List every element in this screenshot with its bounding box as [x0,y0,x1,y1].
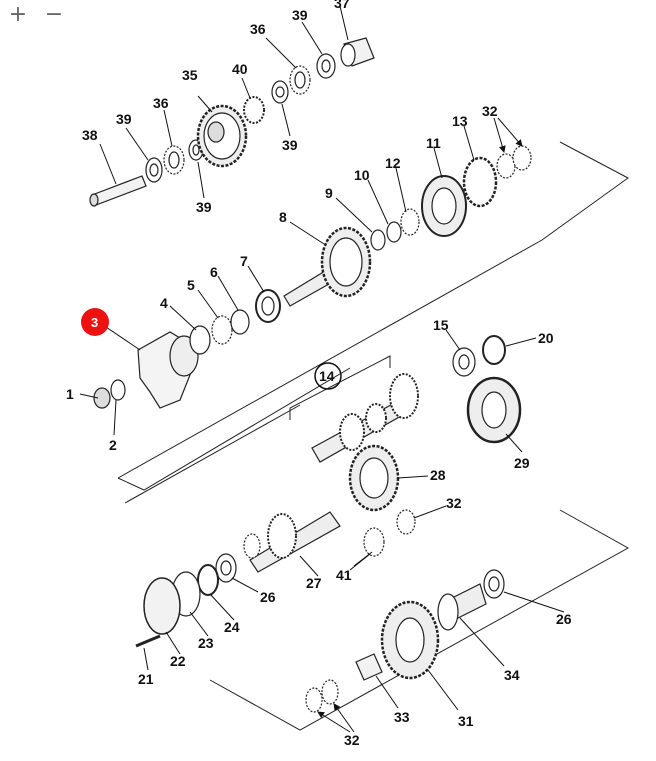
callout-28[interactable]: 28 [430,467,446,483]
callout-9[interactable]: 9 [325,185,333,201]
callout-13[interactable]: 13 [452,113,468,129]
zoom-controls: + − [6,1,66,27]
callout-36-left[interactable]: 36 [153,95,169,111]
group-frames [117,141,630,731]
callout-31[interactable]: 31 [458,713,474,729]
callout-21[interactable]: 21 [138,671,154,687]
callout-39-left[interactable]: 39 [116,111,132,127]
callout-10[interactable]: 10 [354,167,370,183]
callout-15[interactable]: 15 [433,317,449,333]
callout-39-top[interactable]: 39 [292,7,308,23]
callout-32-top[interactable]: 32 [482,103,498,119]
callout-32-bottom[interactable]: 32 [344,732,360,748]
callout-33[interactable]: 33 [394,709,410,725]
callout-36-right[interactable]: 36 [250,21,266,37]
leader-lines [79,5,565,733]
callout-26-left[interactable]: 26 [260,589,276,605]
lower-assembly-parts [135,335,522,713]
callout-29[interactable]: 29 [514,455,530,471]
callout-20[interactable]: 20 [538,330,554,346]
zoom-in-button[interactable]: + [8,1,28,27]
callout-39-mid[interactable]: 39 [282,137,298,153]
callout-6[interactable]: 6 [210,264,218,280]
callout-3[interactable]: 3 [91,315,98,330]
upper-cluster-parts [89,37,375,207]
callout-22[interactable]: 22 [170,653,186,669]
callout-26-right[interactable]: 26 [556,611,572,627]
callout-40[interactable]: 40 [232,61,248,77]
zoom-out-button[interactable]: − [44,1,64,27]
callout-37[interactable]: 37 [334,0,350,11]
callout-38[interactable]: 38 [82,127,98,143]
callout-4[interactable]: 4 [160,295,168,311]
callout-2[interactable]: 2 [109,437,117,453]
callout-7[interactable]: 7 [240,253,248,269]
callout-41[interactable]: 41 [336,567,352,583]
callout-34[interactable]: 34 [504,667,520,683]
callout-24[interactable]: 24 [224,619,240,635]
callout-3-highlight[interactable] [81,308,109,336]
callout-14-circle [314,362,342,390]
callout-23[interactable]: 23 [198,635,214,651]
callout-14[interactable]: 14 [319,368,335,384]
callout-5[interactable]: 5 [187,277,195,293]
callout-32-mid[interactable]: 32 [446,495,462,511]
callout-labels: 1 2 3 4 5 6 7 8 9 10 11 12 13 14 15 20 2… [66,0,572,748]
callout-11[interactable]: 11 [426,135,441,151]
callout-35[interactable]: 35 [182,67,198,83]
main-shaft-parts [93,145,532,409]
callout-8[interactable]: 8 [279,209,287,225]
callout-1[interactable]: 1 [66,386,74,402]
callout-39-lower[interactable]: 39 [196,199,212,215]
callout-12[interactable]: 12 [385,155,401,171]
callout-27[interactable]: 27 [306,575,322,591]
